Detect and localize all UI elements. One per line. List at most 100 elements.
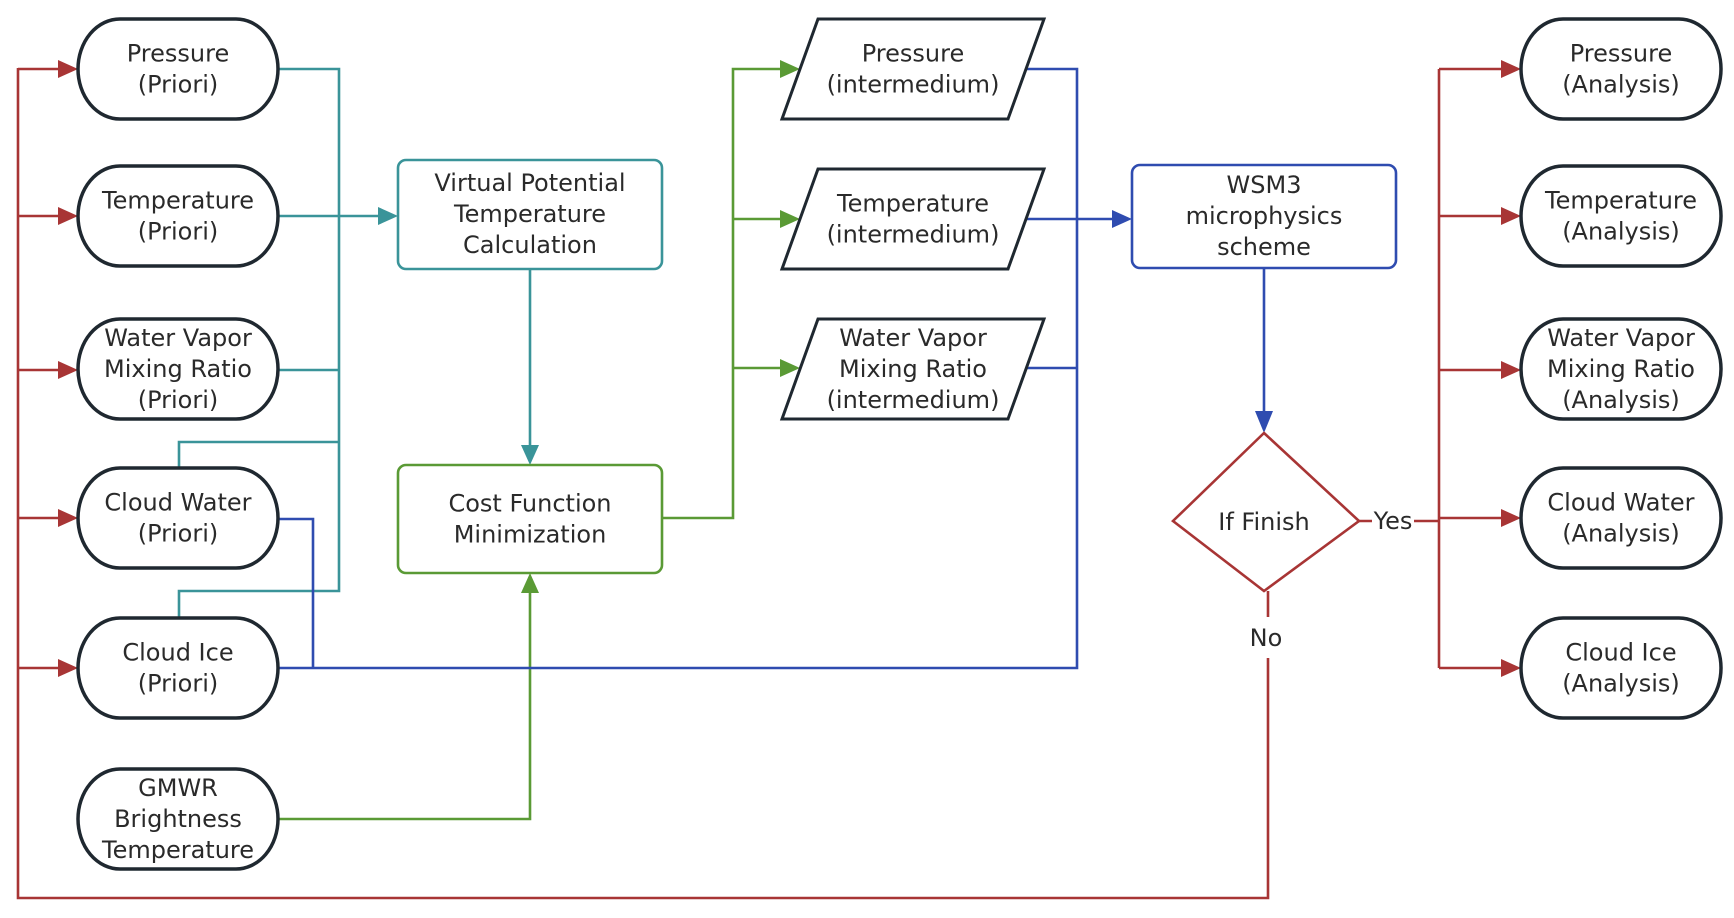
arrowhead-icon (1501, 207, 1521, 225)
intermediate-nodes: Pressure (intermedium) Temperature (interme… (779, 17, 1047, 421)
connector-no-feedback (16, 68, 1270, 900)
label-line: Brightness (114, 805, 242, 833)
red-arrows-left (18, 60, 78, 677)
cloud-ice-analysis-node[interactable] (1519, 616, 1723, 720)
arrowhead-icon (58, 509, 78, 527)
connector-cloud-water-teal (177, 440, 339, 468)
pressure-priori-node[interactable] (76, 17, 280, 121)
label-line: (Analysis) (1562, 386, 1680, 414)
label-line: (Analysis) (1562, 71, 1680, 99)
wsm3-box[interactable] (1130, 163, 1398, 270)
label-line: (intermedium) (827, 221, 1000, 249)
cloud-ice-priori-node[interactable] (76, 616, 280, 720)
label-line: Cloud Water (1547, 489, 1694, 517)
cloud-water-analysis-label: Cloud Water (Analysis) (1547, 489, 1694, 548)
arrowhead-icon (1501, 509, 1521, 527)
temperature-intermediate-label: Temperature (intermedium) (827, 190, 1000, 249)
water-vapor-analysis-node[interactable] (1519, 317, 1723, 421)
label-line: (Priori) (138, 670, 219, 698)
label-line: Temperature (836, 190, 989, 218)
label-line: Water Vapor (839, 324, 987, 352)
wsm3-label: WSM3 microphysics scheme (1186, 171, 1343, 261)
yes-label: Yes (1373, 507, 1413, 535)
cloud-water-priori-node[interactable] (76, 466, 280, 570)
analysis-outputs: Pressure(Analysis)Temperature(Analysis)W… (1519, 17, 1723, 720)
connector-teal-bus (177, 67, 341, 618)
label-line: Pressure (1570, 40, 1672, 68)
label-line: Cloud Ice (1565, 639, 1676, 667)
arrowhead-icon (780, 359, 800, 377)
connector-cloud-water-blue (278, 517, 315, 668)
green-connectors (278, 60, 800, 821)
arrowhead-icon (58, 659, 78, 677)
pressure-intermediate-label: Pressure (intermedium) (827, 40, 1000, 99)
arrowhead-icon (1501, 60, 1521, 78)
blue-connectors (278, 67, 1273, 670)
label-line: (Priori) (138, 520, 219, 548)
label-line: scheme (1217, 233, 1311, 261)
label-line: (intermedium) (827, 71, 1000, 99)
label-line: microphysics (1186, 202, 1343, 230)
arrowhead-icon (58, 361, 78, 379)
label-line: Temperature (101, 187, 254, 215)
label-line: Water Vapor (1547, 324, 1695, 352)
cost-function-box[interactable] (396, 463, 664, 575)
arrowhead-icon (780, 210, 800, 228)
arrowhead-icon (1501, 361, 1521, 379)
cloud-water-analysis-node[interactable] (1519, 466, 1723, 570)
vpt-calculation-box[interactable] (396, 158, 664, 271)
label-line: (Priori) (138, 71, 219, 99)
decision-label: If Finish (1218, 508, 1309, 536)
priori-inputs: Pressure(Priori)Temperature(Priori)Water… (76, 17, 280, 871)
temperature-priori-label: Temperature(Priori) (101, 187, 254, 246)
temperature-intermediate-node[interactable] (779, 167, 1047, 271)
pressure-analysis-label: Pressure (Analysis) (1562, 40, 1680, 99)
pressure-intermediate-node[interactable] (779, 17, 1047, 121)
water-vapor-priori-node[interactable] (76, 317, 280, 421)
temperature-analysis-label: Temperature(Analysis) (1544, 187, 1697, 246)
arrowhead-icon (780, 60, 800, 78)
connector-gmwr-to-cost (278, 593, 532, 821)
label-line: Minimization (454, 521, 607, 549)
teal-connectors (177, 67, 539, 618)
arrowhead-icon (1112, 210, 1132, 228)
label-line: Cost Function (448, 490, 611, 518)
connector-cost-bus (662, 67, 780, 520)
label-line: Temperature (101, 836, 254, 864)
label-line: Mixing Ratio (839, 355, 987, 383)
arrowhead-icon (58, 207, 78, 225)
temperature-priori-node[interactable] (76, 164, 280, 268)
label-line: Virtual Potential (434, 169, 625, 197)
label-line: (Priori) (138, 386, 219, 414)
label-line: WSM3 (1227, 171, 1302, 199)
label-line: Mixing Ratio (1547, 355, 1695, 383)
label-line: Cloud Water (104, 489, 251, 517)
arrowhead-icon (1501, 659, 1521, 677)
arrowhead-icon (1255, 411, 1273, 433)
feedback-loop-connectors (16, 60, 1270, 900)
label-line: (intermedium) (827, 386, 1000, 414)
arrowhead-icon (521, 573, 539, 593)
temperature-analysis-node[interactable] (1519, 164, 1723, 268)
label-line: Water Vapor (104, 324, 252, 352)
gmwr-brightness-node[interactable] (76, 767, 280, 871)
arrowhead-icon (378, 207, 398, 225)
pressure-priori-label: Pressure(Priori) (127, 40, 229, 99)
label-line: Mixing Ratio (104, 355, 252, 383)
arrowhead-icon (58, 60, 78, 78)
label-line: Calculation (463, 231, 597, 259)
water-vapor-intermediate-node[interactable] (779, 317, 1047, 421)
decision-diamond[interactable] (1171, 431, 1362, 593)
label-line: (Analysis) (1562, 218, 1680, 246)
cloud-ice-priori-label: Cloud Ice(Priori) (122, 639, 233, 698)
label-line: (Analysis) (1562, 520, 1680, 548)
pressure-analysis-node[interactable] (1519, 17, 1723, 121)
label-line: Pressure (862, 40, 964, 68)
